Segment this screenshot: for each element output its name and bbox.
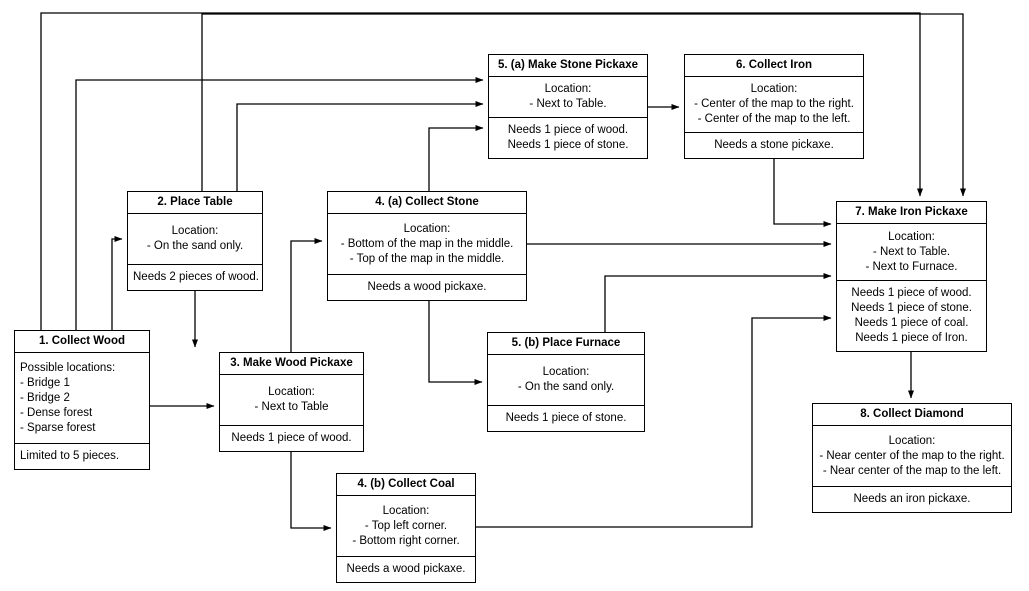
node-body-line: Location: <box>750 83 798 95</box>
node-requirements: Needs 1 piece of wood. Needs 1 piece of s… <box>837 281 986 351</box>
node-body-line: - Dense forest <box>20 406 93 419</box>
node-body: Location: - Next to Table. - Next to Furna… <box>837 224 986 281</box>
node-requirement-line: Needs 1 piece of coal. <box>854 317 969 329</box>
node-requirement-line: Needs 1 piece of wood. <box>507 124 629 136</box>
node-body-line: Location: <box>268 386 315 398</box>
node-requirement-line: Needs 1 piece of stone. <box>507 139 629 151</box>
edge-iron-to-iron-pickaxe <box>773 159 832 227</box>
edge-coal-to-iron-pickaxe <box>476 314 832 528</box>
node-requirement-line: Needs 1 piece of stone. <box>851 302 972 314</box>
node-body-line: - Bottom of the map in the middle. <box>340 237 514 250</box>
node-title: 1. Collect Wood <box>15 331 149 353</box>
node-requirement-line: Needs an iron pickaxe. <box>853 493 971 505</box>
node-body: Location: - Top left corner. - Bottom righ… <box>337 496 475 557</box>
node-body-line: Location: <box>544 83 592 95</box>
edge-wood-to-table <box>111 235 123 330</box>
edge-wood-to-iron-pickaxe <box>40 12 924 330</box>
node-body-line: - Next to Table <box>254 401 329 413</box>
node-title: 2. Place Table <box>128 192 262 214</box>
node-requirement-line: Needs a wood pickaxe. <box>367 281 487 293</box>
edge-table-to-stone-pickaxe <box>201 13 967 197</box>
node-body-line: Location: <box>382 504 430 517</box>
edge-stone-to-stone-pickaxe <box>428 124 484 191</box>
node-body-line: - Next to Table. <box>529 98 607 110</box>
node-body-line: - On the sand only. <box>517 381 615 393</box>
node-body-line: - Sparse forest <box>20 421 96 434</box>
node-body-line: Location: <box>403 222 451 235</box>
node-requirement-line: Needs 1 piece of wood. <box>851 287 972 299</box>
node-body-line: - Bridge 2 <box>20 391 70 404</box>
edge-stone-to-furnace <box>428 301 483 385</box>
node-requirement-line: Needs a wood pickaxe. <box>346 563 466 575</box>
node-body-line: - Next to Furnace. <box>865 260 958 273</box>
node-requirements: Needs a wood pickaxe. <box>337 557 475 582</box>
edge-furnace-to-iron-pickaxe <box>604 272 832 332</box>
node-body-line: - Top of the map in the middle. <box>349 252 505 265</box>
node-requirement-line: Needs 1 piece of wood. <box>231 432 352 444</box>
edge-wood2-to-stone-pickaxe <box>236 100 484 191</box>
node-body-line: Location: <box>171 225 219 237</box>
node-requirement-line: Needs 1 piece of Iron. <box>855 332 968 344</box>
edge-wood-pickaxe-to-coal <box>290 452 332 531</box>
node-body-line: Possible locations: <box>20 361 116 374</box>
node-title: 5. (b) Place Furnace <box>488 333 644 355</box>
node-title: 8. Collect Diamond <box>813 404 1011 426</box>
node-body-line: - Center of the map to the right. <box>694 98 854 110</box>
node-body-line: - Near center of the map to the right. <box>819 449 1005 462</box>
node-body-line: - Center of the map to the left. <box>697 113 851 125</box>
node-requirements: Needs 1 piece of stone. <box>488 406 644 431</box>
node-body-line: - On the sand only. <box>146 240 244 252</box>
node-requirements: Needs 2 pieces of wood. <box>128 265 262 290</box>
node-title: 4. (b) Collect Coal <box>337 474 475 496</box>
node-body: Location: - Bottom of the map in the midd… <box>328 214 526 275</box>
node-requirement-line: Limited to 5 pieces. <box>20 450 120 462</box>
node-body: Location: - On the sand only. <box>488 355 644 406</box>
node-requirement-line: Needs 1 piece of stone. <box>505 412 627 424</box>
edge-wood-to-stone-pickaxe <box>75 76 484 330</box>
node-body-line: - Near center of the map to the left. <box>822 464 1002 477</box>
node-title: 7. Make Iron Pickaxe <box>837 202 986 224</box>
node-requirements: Limited to 5 pieces. <box>15 444 149 469</box>
node-requirements: Needs an iron pickaxe. <box>813 487 1011 512</box>
node-body-line: Location: <box>888 434 936 447</box>
node-body-line: - Bottom right corner. <box>352 534 460 547</box>
node-requirements: Needs a wood pickaxe. <box>328 275 526 300</box>
node-body-line: Location: <box>888 230 935 243</box>
node-title: 4. (a) Collect Stone <box>328 192 526 214</box>
node-requirement-line: Needs 2 pieces of wood. <box>133 271 259 283</box>
node-requirements: Needs a stone pickaxe. <box>685 133 863 158</box>
node-body: Location: - On the sand only. <box>128 214 262 265</box>
node-title: 3. Make Wood Pickaxe <box>220 353 363 375</box>
node-title: 5. (a) Make Stone Pickaxe <box>489 55 647 77</box>
node-body-line: - Bridge 1 <box>20 376 70 389</box>
node-requirement-line: Needs a stone pickaxe. <box>714 139 834 151</box>
node-title: 6. Collect Iron <box>685 55 863 77</box>
node-body: Location: - Next to Table <box>220 375 363 426</box>
node-body: Location: - Center of the map to the righ… <box>685 77 863 133</box>
node-body: Possible locations: - Bridge 1 - Bridge 2 -… <box>15 353 149 444</box>
node-requirements: Needs 1 piece of wood. Needs 1 piece of s… <box>489 118 647 158</box>
node-body-line: - Next to Table. <box>872 245 951 258</box>
node-body-line: Location: <box>542 366 590 378</box>
node-body: Location: - Near center of the map to the… <box>813 426 1011 487</box>
node-body: Location: - Next to Table. <box>489 77 647 118</box>
node-requirements: Needs 1 piece of wood. <box>220 426 363 451</box>
node-body-line: - Top left corner. <box>364 519 448 532</box>
